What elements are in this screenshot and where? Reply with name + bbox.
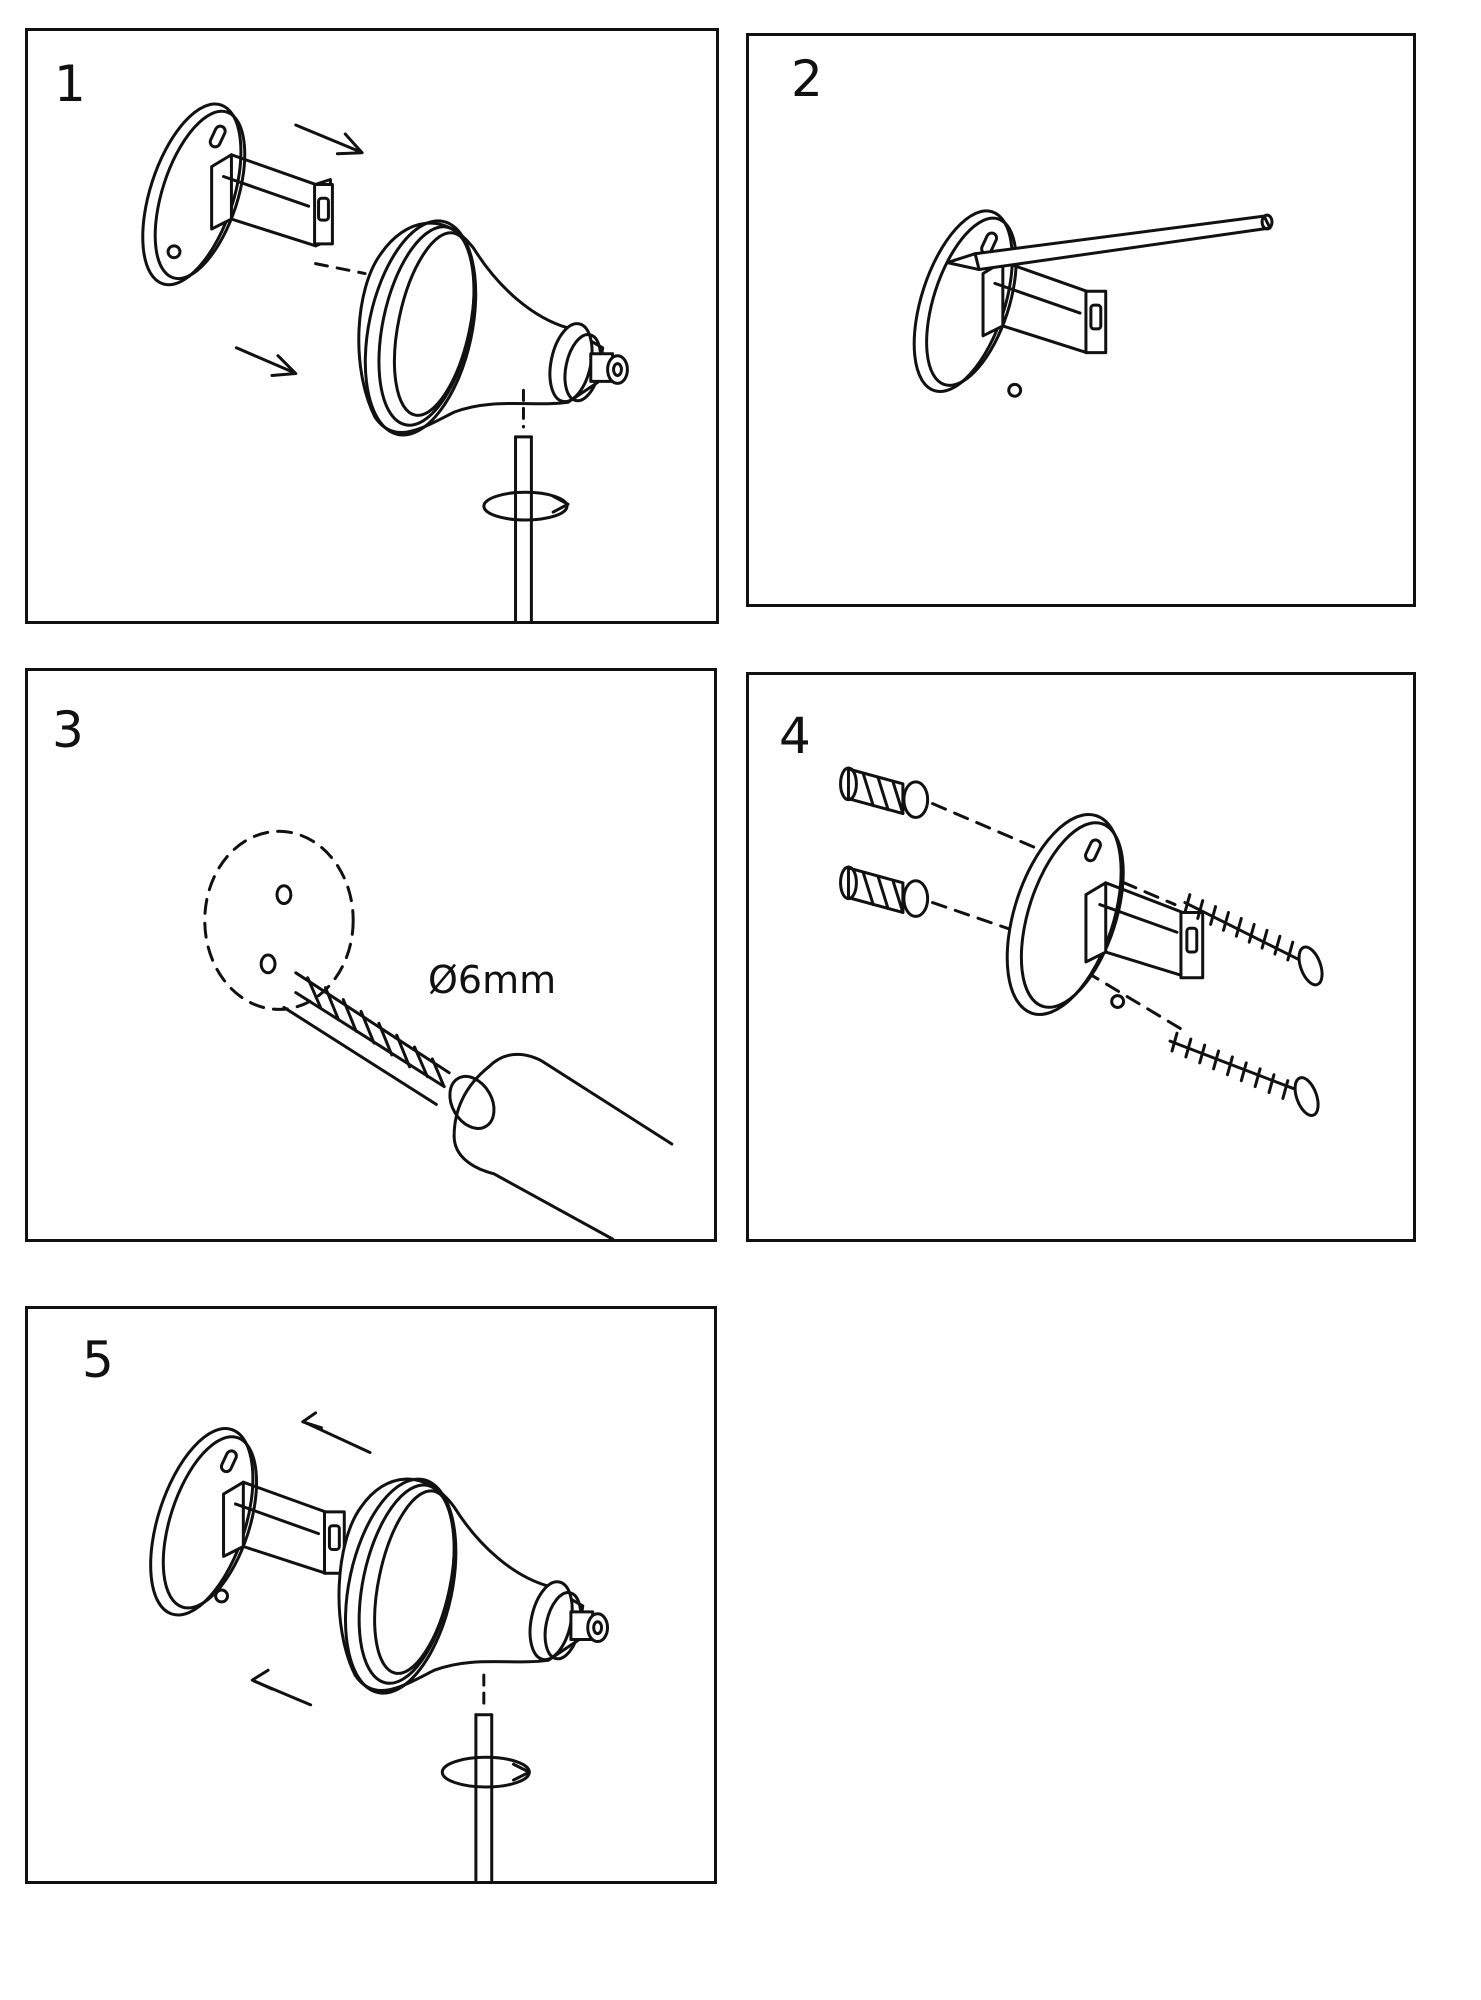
step-number: 3 (52, 701, 84, 759)
wall-plug-bottom (841, 867, 928, 916)
step-number: 2 (791, 50, 823, 108)
step-3-panel: 3 Ø6mm (25, 668, 717, 1242)
mark-hole-top (277, 886, 291, 904)
step-5-illustration (28, 1309, 714, 1881)
wall-bracket (895, 199, 1106, 403)
step-1-panel: 1 (25, 28, 719, 624)
step-1-illustration (28, 31, 716, 621)
knob (348, 211, 628, 445)
step-2-illustration (749, 36, 1413, 604)
step-2-panel: 2 (746, 33, 1416, 607)
wall-bracket (130, 1416, 344, 1627)
direction-arrows (236, 125, 362, 375)
step-3-illustration (28, 671, 714, 1239)
screwdriver (484, 390, 568, 621)
step-5-panel: 5 (25, 1306, 717, 1884)
step-number: 4 (779, 707, 811, 765)
knob (328, 1469, 608, 1703)
screw-top (1185, 895, 1327, 988)
bracket-outline (205, 831, 353, 1009)
step-4-illustration (749, 675, 1413, 1239)
wall-bracket (985, 800, 1203, 1028)
pencil (947, 215, 1272, 269)
screwdriver (442, 1675, 529, 1881)
wall-bracket (123, 92, 332, 297)
wall-plug-top (841, 768, 928, 817)
drill-bit (284, 973, 503, 1137)
step-number: 5 (82, 1331, 114, 1389)
mark-hole-bottom (261, 955, 275, 973)
step-4-panel: 4 (746, 672, 1416, 1242)
step-number: 1 (54, 55, 86, 113)
direction-arrows (252, 1413, 370, 1705)
drill-diameter-label: Ø6mm (428, 958, 557, 1002)
drill-body (454, 1054, 672, 1239)
screw-bottom (1170, 1033, 1323, 1118)
